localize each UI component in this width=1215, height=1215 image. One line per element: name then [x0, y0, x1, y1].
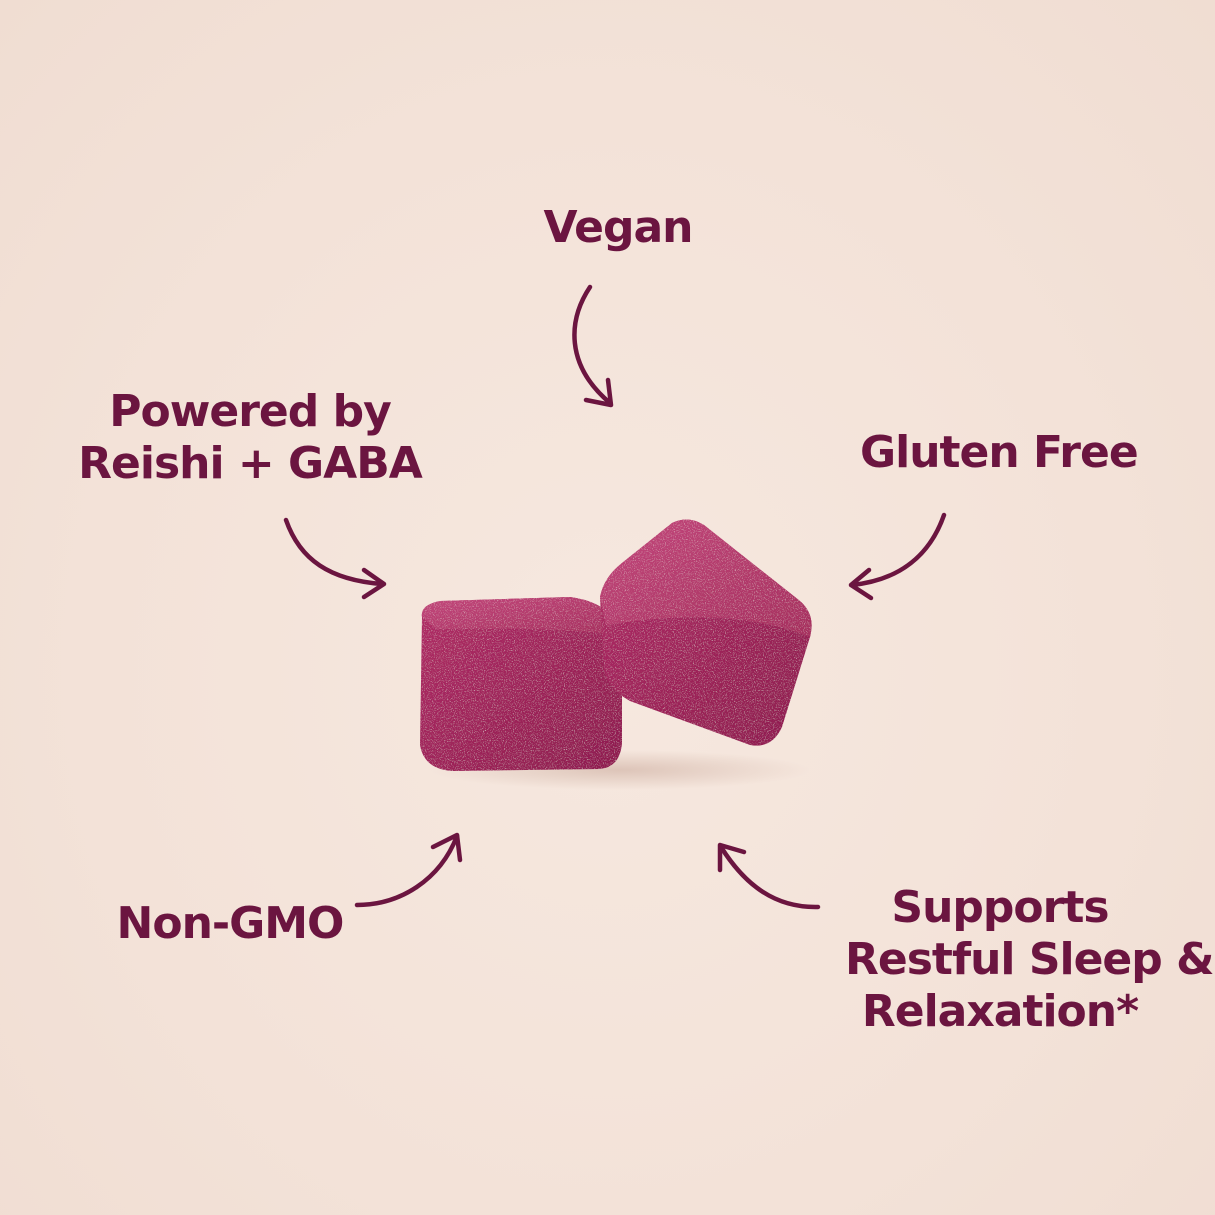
feature-supports-line3: Relaxation*	[861, 986, 1139, 1037]
feature-powered-line2: Reishi + GABA	[78, 438, 423, 489]
feature-powered-line1: Powered by	[109, 386, 392, 437]
arrow-powered-by-icon	[283, 517, 387, 600]
feature-gluten-free: Gluten Free	[860, 427, 1139, 479]
gummy-left-icon	[420, 597, 622, 771]
gummies-image	[420, 519, 812, 790]
arrow-gluten-free-icon	[848, 512, 947, 601]
feature-supports-line1: Supports	[891, 882, 1109, 933]
feature-vegan: Vegan	[518, 202, 718, 254]
feature-supports-sleep: Supports Restful Sleep & Relaxation*	[845, 882, 1214, 1038]
arrow-supports-icon	[717, 842, 821, 910]
feature-gluten-free-text: Gluten Free	[860, 427, 1139, 478]
feature-non-gmo-text: Non-GMO	[116, 898, 345, 949]
feature-supports-line2: Restful Sleep &	[845, 934, 1214, 985]
feature-powered-by: Powered by Reishi + GABA	[60, 386, 440, 490]
arrow-non-gmo-icon	[354, 832, 463, 908]
feature-vegan-text: Vegan	[543, 202, 694, 253]
gummy-right-icon	[600, 519, 812, 746]
feature-non-gmo: Non-GMO	[110, 898, 350, 950]
arrow-vegan-icon	[572, 284, 614, 408]
